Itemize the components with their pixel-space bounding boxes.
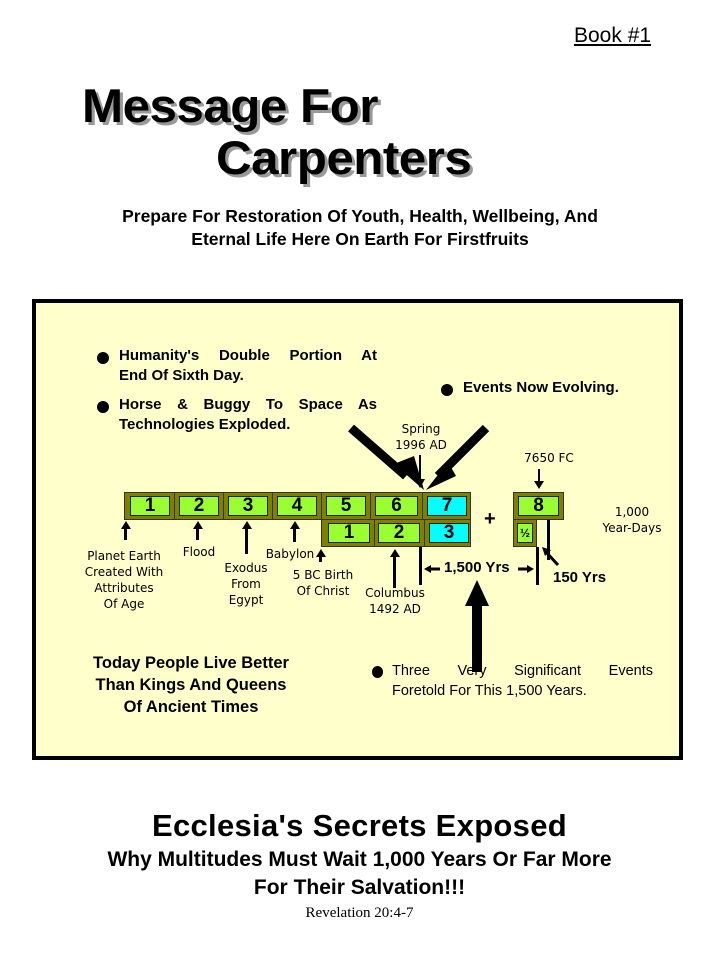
bullet-line: Three Very Significant Events xyxy=(392,663,653,679)
note-line: Today People Live Better xyxy=(93,654,289,672)
day-cell-7: 7 xyxy=(427,496,467,516)
day-cell-8: 8 xyxy=(518,496,559,516)
span-1500-label: 1,500 Yrs xyxy=(444,559,510,576)
big-arrow-up-icon xyxy=(465,580,489,672)
footer-subtitle-line: For Their Salvation!!! xyxy=(253,876,466,899)
plus-sign: + xyxy=(484,508,496,530)
bullet-line: Humanity's Double Portion At xyxy=(119,347,377,364)
title-line-1: Message For xyxy=(82,79,378,132)
arrow-shaft xyxy=(245,528,248,554)
millennium-row-bottom: 1 2 3 xyxy=(321,519,471,547)
event-babylon: Babylon xyxy=(265,547,315,561)
subtitle-line-1: Prepare For Restoration Of Youth, Health… xyxy=(122,206,598,226)
span-150-label: 150 Yrs xyxy=(553,569,607,586)
divider-line xyxy=(547,520,550,560)
bullet-icon xyxy=(97,401,109,413)
book-number: Book #1 xyxy=(574,24,652,47)
label-line: Attributes xyxy=(94,581,154,595)
divider-line xyxy=(419,547,422,585)
arrow-up-icon xyxy=(121,521,131,529)
label-line: Of Christ xyxy=(296,584,350,598)
label-line: Columbus xyxy=(365,586,425,600)
label-line: Planet Earth xyxy=(87,549,161,563)
arrow-shaft xyxy=(319,556,322,562)
label-line: Spring xyxy=(401,422,441,436)
event-birth-of-christ: 5 BC Birth Of Christ xyxy=(286,567,360,599)
arrow-shaft xyxy=(293,528,296,542)
bullet-line: Foretold For This 1,500 Years. xyxy=(392,683,587,699)
bullet-icon xyxy=(97,352,109,364)
event-exodus: Exodus From Egypt xyxy=(216,560,276,608)
scripture-reference: Revelation 20:4-7 xyxy=(305,905,414,921)
subtitle: Prepare For Restoration Of Youth, Health… xyxy=(40,205,680,251)
span-arrows-icon xyxy=(424,565,534,573)
arrow-up-icon xyxy=(290,521,300,529)
millennium-cell-2: 2 xyxy=(378,523,420,543)
left-note: Today People Live Better Than Kings And … xyxy=(56,652,326,718)
bullet-line: Technologies Exploded. xyxy=(119,416,291,433)
spring-arrow-shaft xyxy=(419,455,421,479)
spring-1996-label: Spring 1996 AD xyxy=(386,421,456,453)
note-line: Than Kings And Queens xyxy=(95,676,287,694)
arrow-shaft xyxy=(196,528,199,540)
label-line: Exodus xyxy=(224,561,268,575)
label-line: Egypt xyxy=(228,593,264,607)
bullet-double-portion: Humanity's Double Portion At End Of Sixt… xyxy=(119,346,377,386)
event-flood: Flood xyxy=(182,545,216,559)
bullet-line: End Of Sixth Day. xyxy=(119,367,244,384)
day-cell-1: 1 xyxy=(130,496,170,516)
day-cell-6: 6 xyxy=(375,496,418,516)
millennium-cell-1: 1 xyxy=(328,523,370,543)
day-row-top: 1 2 3 4 5 6 7 xyxy=(124,492,471,520)
diagonal-arrow-icon xyxy=(542,547,560,567)
half-frame: ½ xyxy=(513,519,537,547)
arrow-up-icon xyxy=(316,549,326,557)
bullet-events-evolving: Events Now Evolving. xyxy=(463,379,619,396)
fc-7650-label: 7650 FC xyxy=(524,451,574,465)
millennium-cell-3: 3 xyxy=(429,523,469,543)
footer-title: Ecclesia's Secrets Exposed xyxy=(152,808,567,843)
bullet-three-events: Three Very Significant Events Foretold F… xyxy=(392,661,653,701)
bullet-icon xyxy=(372,666,383,678)
arrow-down-icon xyxy=(415,479,425,488)
day-cell-2: 2 xyxy=(179,496,219,516)
label-line: Year-Days xyxy=(602,521,662,535)
note-line: Of Ancient Times xyxy=(123,698,259,716)
label-line: Created With xyxy=(84,565,164,579)
subtitle-line-2: Eternal Life Here On Earth For Firstfrui… xyxy=(191,229,529,249)
day-cell-4: 4 xyxy=(277,496,317,516)
day-cell-5: 5 xyxy=(326,496,366,516)
arrow-shaft xyxy=(124,528,127,540)
year-days-label: 1,000 Year-Days xyxy=(592,504,672,536)
footer-subtitle-line: Why Multitudes Must Wait 1,000 Years Or … xyxy=(107,848,612,871)
label-line: 1996 AD xyxy=(395,438,447,452)
label-line: 1,000 xyxy=(614,505,650,519)
day-8-frame: 8 xyxy=(513,492,564,520)
arrow-down-icon xyxy=(534,481,544,489)
footer-subtitle: Why Multitudes Must Wait 1,000 Years Or … xyxy=(0,846,719,902)
label-line: From xyxy=(231,577,261,591)
title-line-2: Carpenters xyxy=(216,131,472,184)
timeline-diagram: Humanity's Double Portion At End Of Sixt… xyxy=(32,299,683,760)
fc-arrow-shaft xyxy=(538,469,540,482)
half-cell: ½ xyxy=(517,523,533,543)
arrow-up-icon xyxy=(242,521,252,529)
bullet-line: Horse & Buggy To Space As xyxy=(119,396,377,413)
label-line: 5 BC Birth xyxy=(292,568,354,582)
arrow-up-icon xyxy=(390,549,400,557)
bullet-horse-buggy: Horse & Buggy To Space As Technologies E… xyxy=(119,395,377,435)
divider-line xyxy=(536,547,539,585)
arrow-shaft xyxy=(393,556,396,588)
label-line: 1492 AD xyxy=(369,602,421,616)
arrow-up-icon xyxy=(193,521,203,529)
label-line: Of Age xyxy=(103,597,145,611)
day-cell-3: 3 xyxy=(228,496,268,516)
bullet-icon xyxy=(441,384,453,396)
event-planet-earth: Planet Earth Created With Attributes Of … xyxy=(74,548,174,612)
event-columbus: Columbus 1492 AD xyxy=(358,585,432,617)
